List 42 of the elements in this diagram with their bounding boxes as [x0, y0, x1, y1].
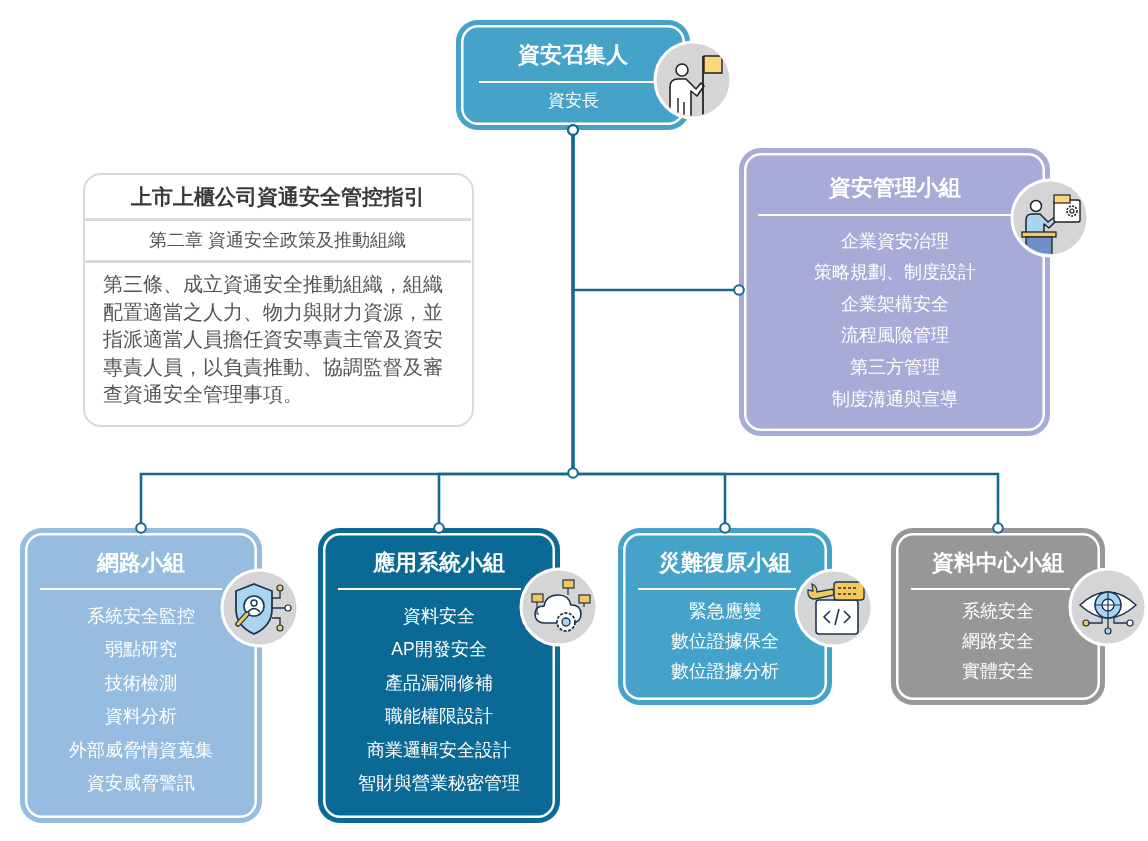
duty-item: 技術檢測 — [105, 672, 177, 694]
duty-item: 系統安全 — [962, 600, 1034, 622]
duty-item: 產品漏洞修補 — [385, 672, 493, 694]
role-subtitle: 資安長 — [547, 90, 599, 112]
duty-item: 第三方管理 — [849, 356, 940, 378]
duty-item: 數位證據分析 — [671, 660, 779, 682]
duty-item: 緊急應變 — [689, 600, 761, 622]
group-title: 災難復原小組 — [659, 549, 791, 577]
connector — [567, 124, 1004, 534]
duty-item: 資安威脅警訊 — [87, 773, 195, 794]
duty-item: 制度溝通與宣導 — [831, 388, 958, 410]
duty-item: 智財與營業秘密管理 — [358, 773, 520, 794]
group-box — [318, 528, 560, 823]
duty-item: 數位證據保全 — [671, 630, 779, 652]
duty-item: 系統安全監控 — [87, 605, 195, 627]
text-panel — [83, 173, 474, 427]
group-box — [618, 528, 832, 705]
duty-item: 流程風險管理 — [840, 325, 949, 347]
duty-item: 企業架構安全 — [840, 293, 949, 315]
duty-item: 網路安全 — [962, 630, 1034, 652]
group-box — [20, 528, 262, 823]
duty-item: 企業資安治理 — [840, 230, 949, 252]
duty-item: AP開發安全 — [391, 639, 487, 660]
duty-item: 策略規劃、制度設計 — [813, 262, 976, 284]
group-box — [739, 148, 1050, 436]
group-title: 資安管理小組 — [828, 174, 961, 202]
chapter-heading: 第二章 資通安全政策及推動組織 — [149, 230, 407, 252]
article-text: 第三條、成立資通安全推動組織，組織配置適當之人力、物力與財力資源，並指派適當人員擔任資安專責主管及資安專責人員，以負責推動、協調監督及審查資通安全管理事項。 — [103, 272, 444, 407]
group-title: 網路小組 — [97, 549, 185, 577]
duty-item: 弱點研究 — [105, 639, 177, 660]
group-title: 應用系統小組 — [373, 549, 505, 577]
group-title: 資料中心小組 — [932, 549, 1064, 577]
duty-item: 實體安全 — [962, 660, 1034, 682]
duty-item: 職能權限設計 — [385, 706, 493, 727]
duty-item: 資料分析 — [105, 706, 177, 727]
duty-item: 外部威脅情資蒐集 — [69, 739, 213, 761]
duty-item: 商業邏輯安全設計 — [367, 739, 511, 761]
duty-item: 資料安全 — [403, 605, 475, 627]
role-title: 資安召集人 — [518, 41, 628, 69]
panel-title: 上市上櫃公司資通安全管控指引 — [131, 184, 425, 210]
group-box — [891, 528, 1105, 705]
group-box — [456, 20, 690, 130]
